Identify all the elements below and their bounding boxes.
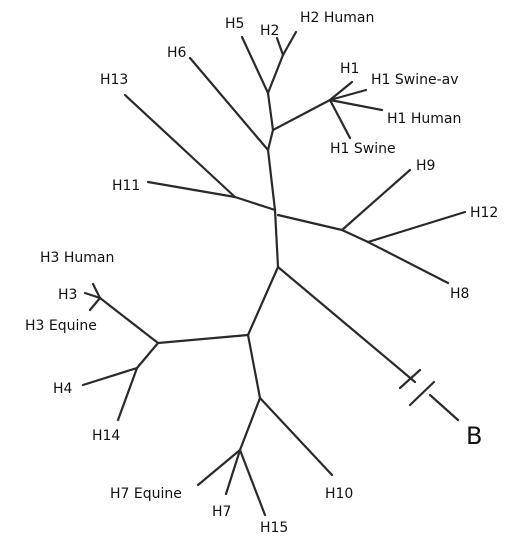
branch-h7 bbox=[224, 448, 242, 496]
branch-h1-swine bbox=[328, 98, 352, 140]
branch-h9 bbox=[340, 168, 412, 232]
label-h10: H10 bbox=[325, 486, 353, 502]
label-h15: H15 bbox=[260, 520, 288, 536]
label-h7-equine: H7 Equine bbox=[110, 486, 182, 502]
branch-b-upper bbox=[428, 393, 460, 422]
branch-h4 bbox=[81, 366, 139, 387]
branch-h3 bbox=[83, 291, 102, 300]
label-h1-human: H1 Human bbox=[387, 111, 461, 127]
branch-h4-h14-stem bbox=[135, 341, 160, 370]
branch-h2 bbox=[275, 36, 285, 57]
branch-h1-human bbox=[328, 98, 384, 112]
label-h4: H4 bbox=[53, 381, 73, 397]
label-h12: H12 bbox=[470, 205, 498, 221]
branch-h7-group-stem bbox=[238, 396, 262, 452]
branch-h13 bbox=[123, 93, 237, 199]
branch-lower-trunk bbox=[246, 265, 280, 337]
branch-h13-h11-stem bbox=[233, 195, 277, 212]
branch-h14 bbox=[116, 366, 139, 422]
label-h5: H5 bbox=[225, 16, 244, 32]
branch-upper-trunk bbox=[266, 148, 277, 212]
branch-h11 bbox=[146, 180, 237, 199]
branch-h12-h8-stem bbox=[340, 228, 370, 244]
branch-h12 bbox=[366, 210, 467, 244]
branch-upper-node bbox=[266, 128, 275, 152]
label-h3-equine: H3 Equine bbox=[25, 318, 97, 334]
branch-center-root bbox=[273, 208, 280, 269]
branch-h3-equine bbox=[88, 296, 102, 312]
label-h1: H1 bbox=[340, 61, 359, 77]
tree-branches bbox=[81, 30, 467, 517]
label-h8: H8 bbox=[450, 286, 469, 302]
label-h2-human: H2 Human bbox=[300, 10, 374, 26]
label-h13: H13 bbox=[100, 72, 128, 88]
label-h2: H2 bbox=[260, 23, 279, 39]
branch-h6 bbox=[188, 56, 270, 152]
tree-labels: H5 H2 H2 Human H6 H1 H1 Swine-av H1 Huma… bbox=[25, 10, 498, 536]
branch-h2-stem bbox=[266, 53, 285, 95]
label-h6: H6 bbox=[167, 45, 187, 61]
branch-h2-human bbox=[281, 30, 298, 57]
label-b: B bbox=[466, 422, 482, 450]
label-h3: H3 bbox=[58, 287, 77, 303]
branch-b-lower bbox=[276, 265, 417, 384]
branch-h1 bbox=[328, 80, 354, 102]
branch-break-mark-1 bbox=[398, 368, 422, 390]
label-h1-swine-av: H1 Swine-av bbox=[371, 72, 459, 88]
branch-h3-human bbox=[91, 282, 102, 300]
branch-h1-swine-av bbox=[328, 88, 368, 102]
label-h3-human: H3 Human bbox=[40, 250, 114, 266]
label-h11: H11 bbox=[112, 178, 140, 194]
branch-h9-group-stem bbox=[276, 213, 344, 232]
label-h1-swine: H1 Swine bbox=[330, 141, 396, 157]
branch-h7-equine bbox=[196, 448, 242, 487]
branch-h5 bbox=[240, 35, 270, 95]
branch-h3-group-stem bbox=[156, 333, 250, 345]
branch-h5-h2-stem bbox=[266, 91, 275, 132]
branch-h10 bbox=[258, 396, 334, 477]
label-h7: H7 bbox=[212, 504, 231, 520]
label-h14: H14 bbox=[92, 428, 120, 444]
branch-h15 bbox=[238, 448, 267, 517]
branch-break-mark-2 bbox=[408, 380, 436, 407]
branch-h1-stem bbox=[271, 98, 332, 132]
branch-h3-stem bbox=[98, 296, 160, 345]
label-h9: H9 bbox=[416, 158, 435, 174]
branch-h8 bbox=[366, 240, 450, 285]
branch-lower-mid bbox=[246, 333, 262, 400]
